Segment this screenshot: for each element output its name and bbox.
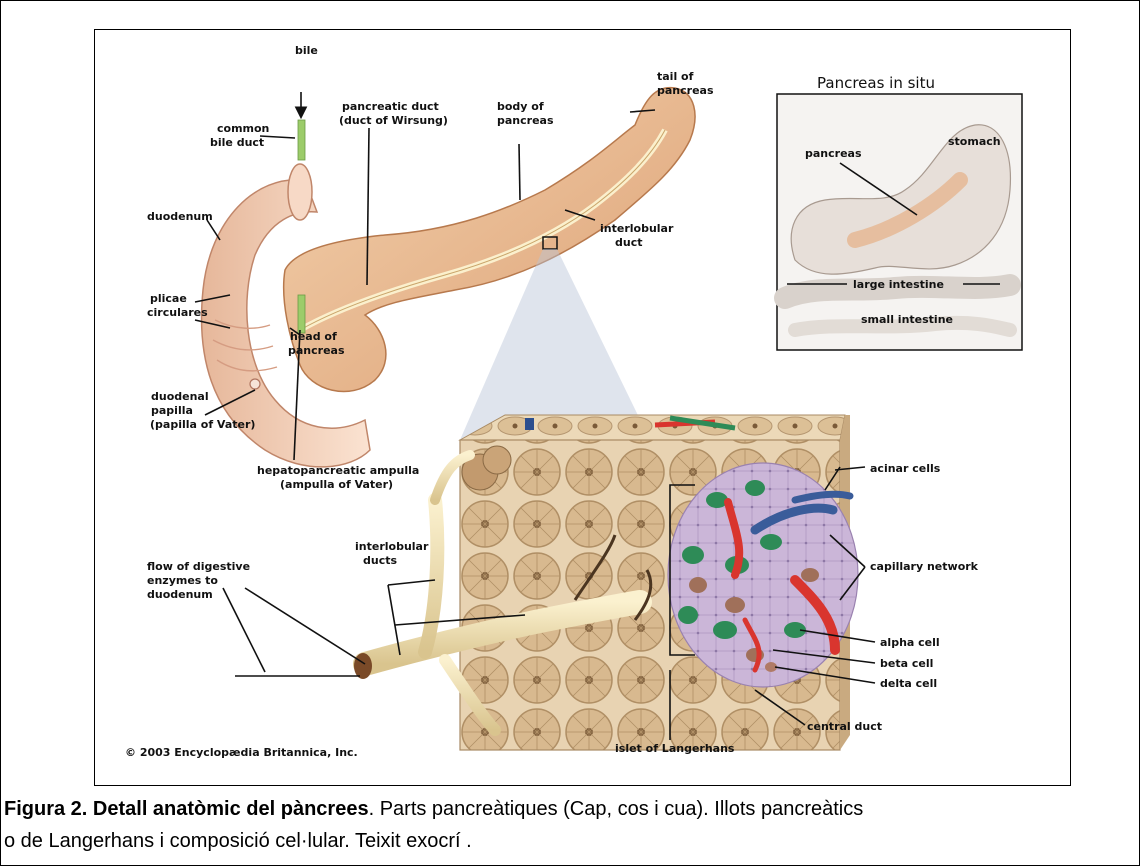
label-papilla-3: (papilla of Vater) (150, 418, 255, 431)
label-flow-3: duodenum (147, 588, 213, 601)
islet-of-langerhans (668, 463, 858, 687)
label-papilla-2: papilla (151, 404, 193, 417)
label-beta-cell: beta cell (880, 657, 933, 670)
caption-line-2: o de Langerhans i composició cel·lular. … (4, 825, 1138, 857)
label-papilla-1: duodenal (151, 390, 209, 403)
inset-label-large-intestine: large intestine (853, 278, 944, 291)
label-pancreatic-duct-2: (duct of Wirsung) (339, 114, 448, 127)
label-acinar-cells: acinar cells (870, 462, 941, 475)
inset-label-stomach: stomach (948, 135, 1001, 148)
label-interlobular-ducts-2: ducts (363, 554, 397, 567)
label-plicae-1: plicae (150, 292, 187, 305)
inset-panel: Pancreas in situ pancreas stomach large … (777, 74, 1022, 350)
copyright: © 2003 Encyclopædia Britannica, Inc. (125, 746, 358, 759)
label-ampulla-2: (ampulla of Vater) (280, 478, 393, 491)
label-interlobular-duct-1: interlobular (600, 222, 674, 235)
caption-title: Figura 2. Detall anatòmic del pàncrees (4, 798, 369, 820)
label-body-2: pancreas (497, 114, 554, 127)
label-capillary-network: capillary network (870, 560, 979, 573)
bile-duct-lower (298, 295, 305, 333)
inset-label-pancreas: pancreas (805, 147, 862, 160)
label-plicae-2: circulares (147, 306, 208, 319)
inset-label-small-intestine: small intestine (861, 313, 953, 326)
label-head-2: pancreas (288, 344, 345, 357)
label-common-bile-duct-1: common (217, 122, 269, 135)
duodenal-papilla-marker (250, 379, 260, 389)
label-interlobular-ducts-1: interlobular (355, 540, 429, 553)
pancreas-diagram: Pancreas in situ pancreas stomach large … (95, 30, 1070, 785)
label-head-1: head of (290, 330, 337, 343)
label-central-duct: central duct (807, 720, 882, 733)
label-pancreatic-duct-1: pancreatic duct (342, 100, 439, 113)
inset-title: Pancreas in situ (817, 74, 935, 92)
label-duodenum: duodenum (147, 210, 213, 223)
label-tail-2: pancreas (657, 84, 714, 97)
label-islet-of-langerhans: islet of Langerhans (615, 742, 735, 755)
duodenum-opening (288, 164, 312, 220)
beta-cell (725, 597, 745, 613)
label-tail-1: tail of (657, 70, 694, 83)
label-flow-2: enzymes to (147, 574, 218, 587)
label-bile: bile (295, 44, 318, 57)
caption-text-1: . Parts pancreàtiques (Cap, cos i cua). … (369, 798, 864, 820)
figure-caption: Figura 2. Detall anatòmic del pàncrees. … (4, 793, 1138, 857)
label-ampulla-1: hepatopancreatic ampulla (257, 464, 419, 477)
label-alpha-cell: alpha cell (880, 636, 940, 649)
common-bile-duct (298, 120, 305, 160)
label-common-bile-duct-2: bile duct (210, 136, 264, 149)
label-flow-1: flow of digestive (147, 560, 250, 573)
label-interlobular-duct-2: duct (615, 236, 642, 249)
label-delta-cell: delta cell (880, 677, 937, 690)
figure-box: Pancreas in situ pancreas stomach large … (94, 29, 1071, 786)
caption-line-1: Figura 2. Detall anatòmic del pàncrees. … (4, 793, 1138, 825)
label-body-1: body of (497, 100, 544, 113)
